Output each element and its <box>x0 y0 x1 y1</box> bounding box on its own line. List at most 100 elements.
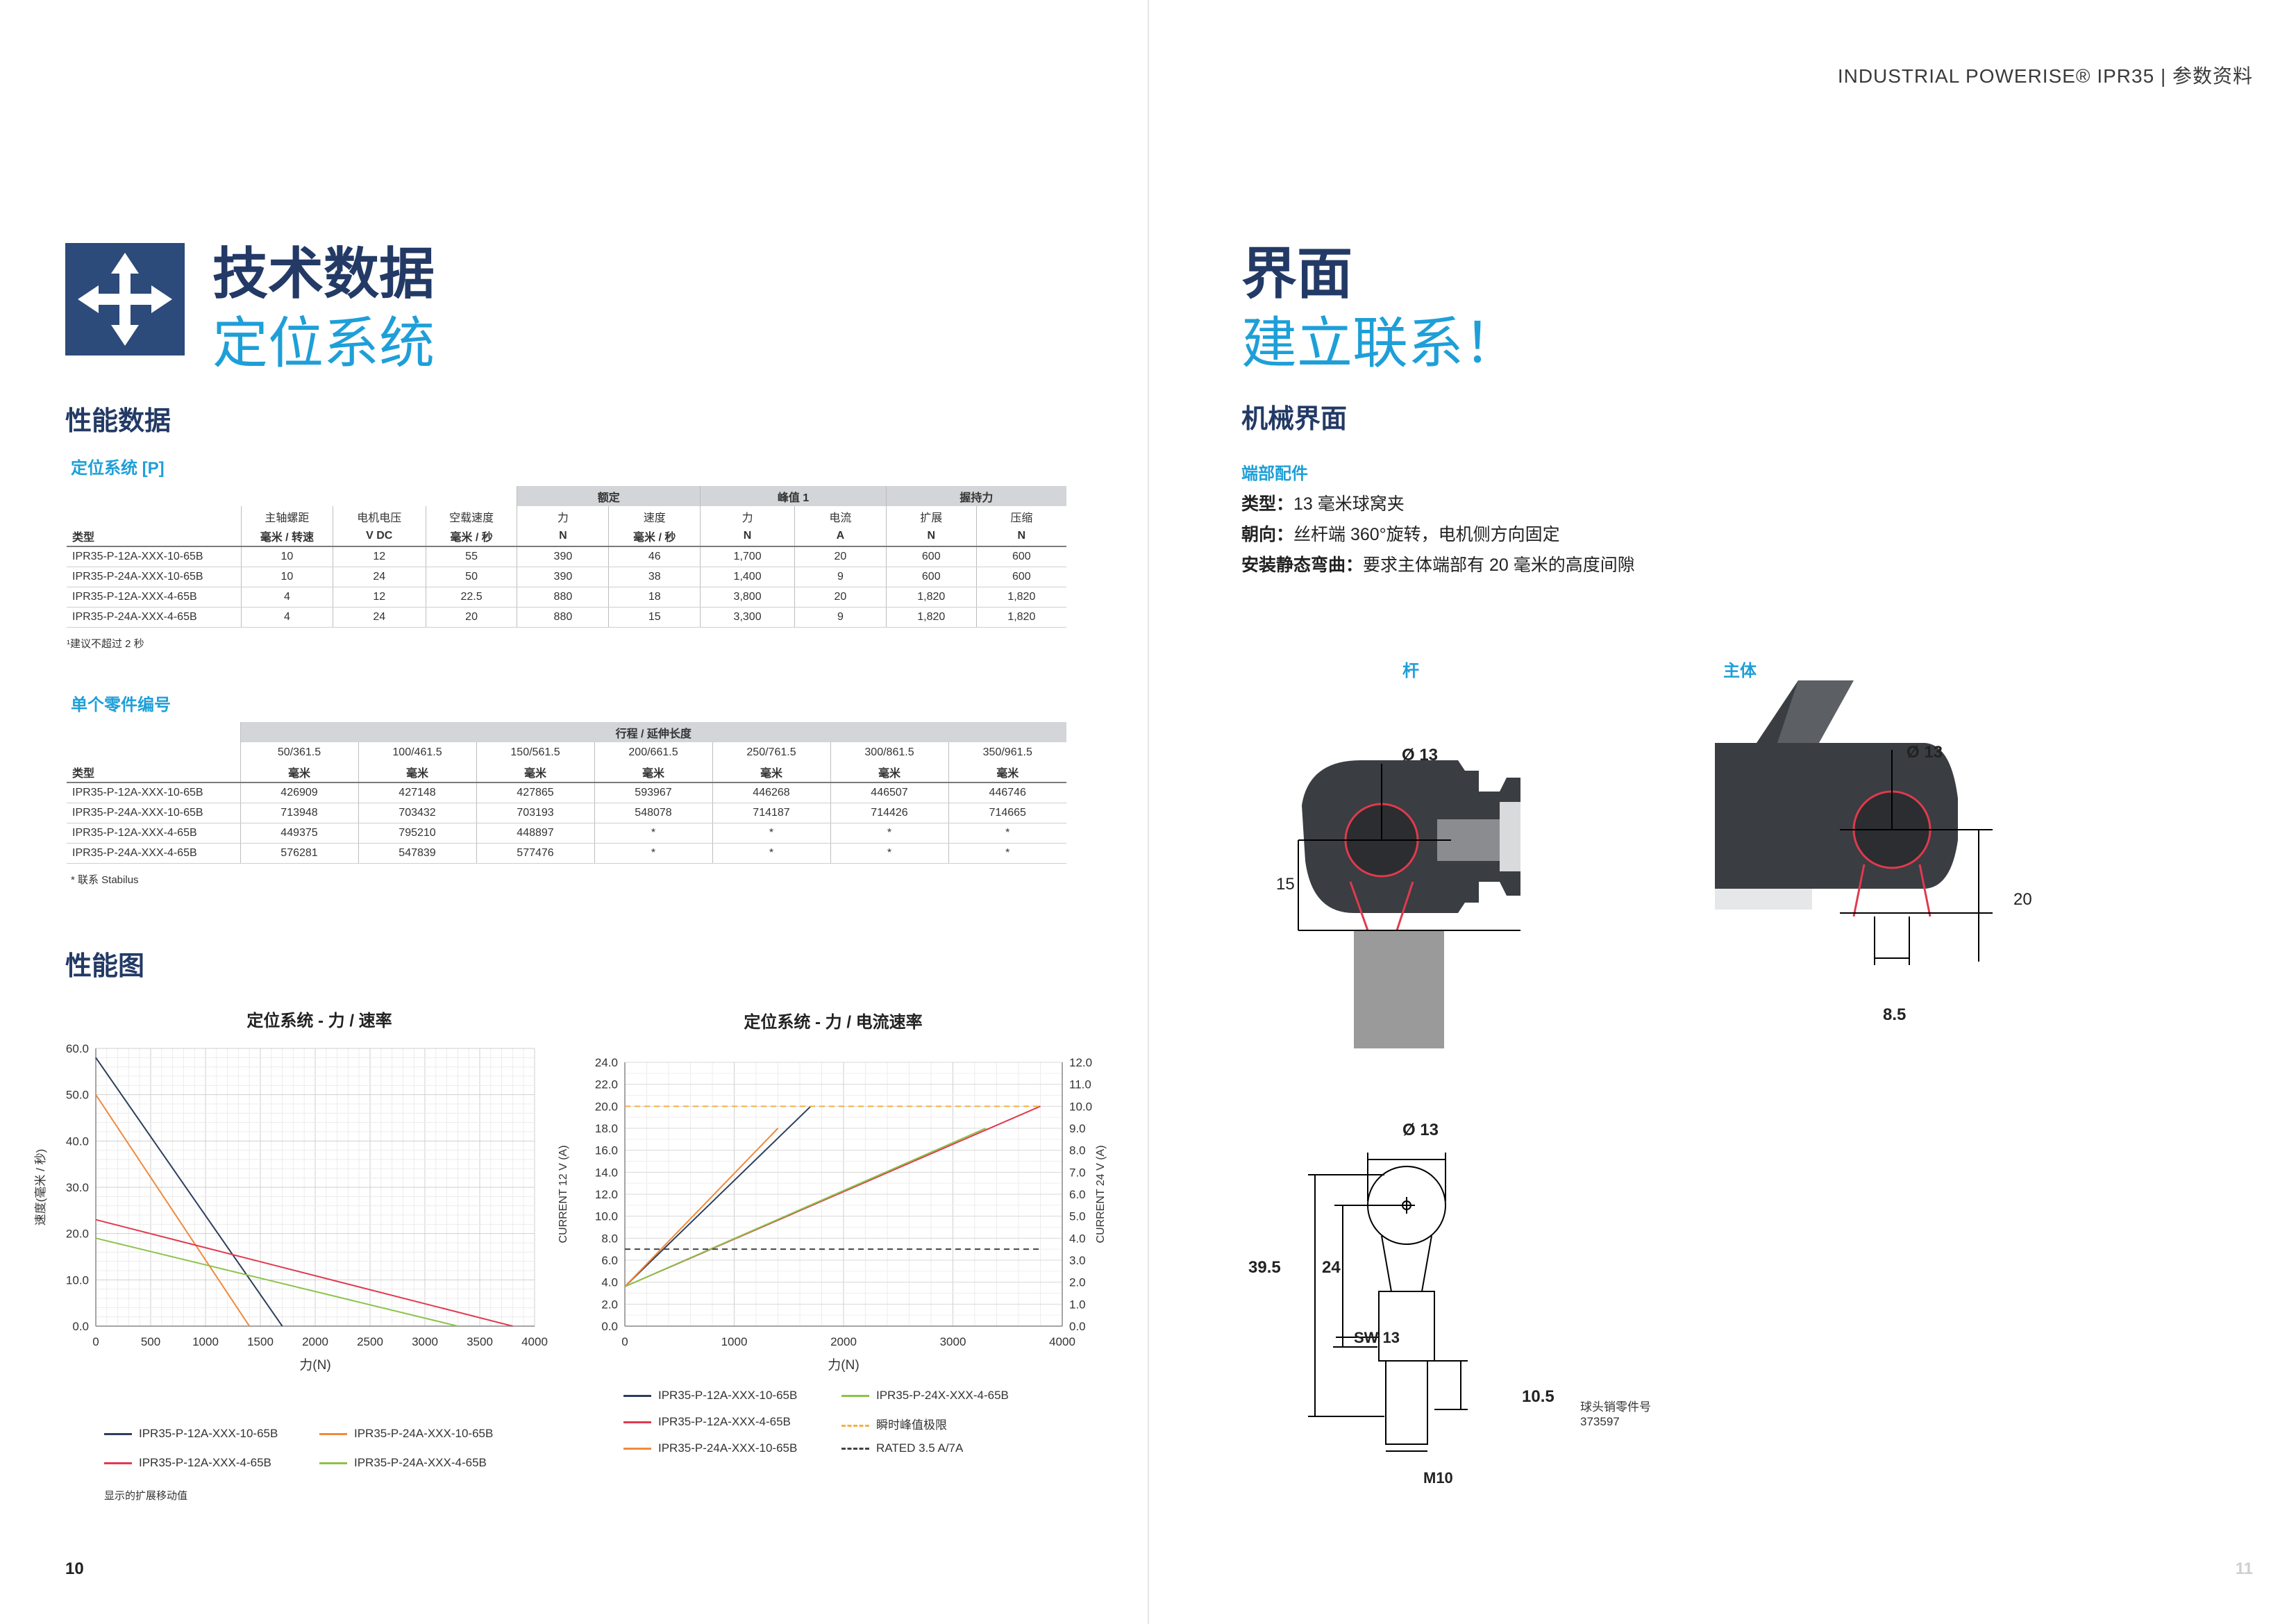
y-tick-label: 10.0 <box>66 1273 89 1287</box>
table-cell: 18 <box>608 587 701 608</box>
y-tick-label-left: 18.0 <box>595 1122 618 1135</box>
page-subtitle: 定位系统 <box>212 312 435 374</box>
ballpin-24-dim: 24 <box>1322 1258 1341 1277</box>
model-cell: IPR35-P-12A-XXX-10-65B <box>67 782 240 803</box>
interface-subtitle: 建立联系！ <box>1241 312 1519 374</box>
y-tick-label-left: 12.0 <box>595 1188 618 1201</box>
table-cell: 24 <box>332 607 426 628</box>
model-cell: IPR35-P-12A-XXX-10-65B <box>67 546 242 567</box>
y-tick-label-left: 8.0 <box>601 1232 618 1245</box>
model-cell: IPR35-P-24A-XXX-4-65B <box>67 843 240 864</box>
y-tick-label: 20.0 <box>66 1228 89 1241</box>
table-cell: 20 <box>794 587 887 608</box>
table-cell: 577476 <box>476 843 594 864</box>
table-cell: * <box>948 843 1066 864</box>
y-tick-label-right: 5.0 <box>1069 1210 1086 1223</box>
chart1-legend-item: IPR35-P-24A-XXX-10-65B <box>319 1427 493 1441</box>
y-tick-label-left: 16.0 <box>595 1144 618 1157</box>
legend-swatch <box>104 1462 132 1465</box>
table2-caption: 单个零件编号 <box>71 696 171 714</box>
table2-header-row: 50/361.5 100/461.5 150/561.5 200/661.5 2… <box>67 742 1066 762</box>
y-tick-label-left: 14.0 <box>595 1166 618 1179</box>
x-tick-label: 1000 <box>721 1335 748 1348</box>
page-number: 11 <box>2235 1559 2253 1578</box>
y-tick-label: 0.0 <box>72 1320 89 1333</box>
unit-cell: A <box>794 526 887 547</box>
mechanical-heading: 机械界面 <box>1241 405 1348 434</box>
x-tick-label: 2000 <box>830 1335 857 1348</box>
y-tick-label-right: 7.0 <box>1069 1166 1086 1179</box>
table-cell: 22.5 <box>425 587 517 608</box>
series-line <box>95 1094 251 1327</box>
table-cell: 880 <box>517 607 609 628</box>
legend-swatch <box>104 1433 132 1436</box>
table-cell: 600 <box>885 567 977 587</box>
table-cell: * <box>948 823 1066 844</box>
legend-swatch <box>623 1448 651 1450</box>
type-label: 类型 <box>67 762 240 783</box>
table1-group-row: 额定 峰值 1 握持力 <box>67 486 1066 506</box>
y-tick-label-left: 20.0 <box>595 1100 618 1113</box>
y-axis-label: 速度(毫米 / 秒) <box>34 1149 47 1226</box>
part-number-table: 行程 / 延伸长度 50/361.5 100/461.5 150/561.5 2… <box>67 722 1066 864</box>
table-cell: * <box>830 823 948 844</box>
unit-cell: 毫米 / 秒 <box>425 526 517 547</box>
legend-swatch <box>841 1425 869 1428</box>
model-cell: IPR35-P-24A-XXX-4-65B <box>67 607 242 628</box>
chart2-legend-item: IPR35-P-12A-XXX-10-65B <box>623 1389 797 1403</box>
rod-end-diagram <box>1298 760 1520 1048</box>
rod-height-dim: 15 <box>1276 875 1295 894</box>
table-cell: 593967 <box>594 782 712 803</box>
table-cell: 390 <box>517 567 609 587</box>
x-tick-label: 3000 <box>940 1335 966 1348</box>
unit-cell: 毫米 <box>712 762 830 783</box>
table-cell: 3,800 <box>700 587 795 608</box>
x-axis-label: 力(N) <box>828 1357 859 1373</box>
unit-cell: 毫米 <box>830 762 948 783</box>
interface-title: 界面 <box>1241 243 1352 305</box>
table-cell: * <box>594 823 712 844</box>
unit-cell: 毫米 <box>948 762 1066 783</box>
x-tick-label: 1500 <box>247 1335 274 1348</box>
unit-cell: 毫米 / 秒 <box>608 526 701 547</box>
table-cell: 10 <box>240 546 333 567</box>
table2-footnote: * 联系 Stabilus <box>71 874 139 886</box>
charts-heading: 性能图 <box>65 952 145 981</box>
y-tick-label: 30.0 <box>66 1181 89 1194</box>
table-cell: 600 <box>885 546 977 567</box>
spec-value: 要求主体端部有 20 毫米的高度间隙 <box>1363 555 1635 575</box>
body-label: 主体 <box>1723 662 1757 680</box>
group-holding: 握持力 <box>885 486 1066 506</box>
x-tick-label: 3500 <box>467 1335 493 1348</box>
y-tick-label-left: 0.0 <box>601 1320 618 1333</box>
col-header: 300/861.5 <box>830 742 948 762</box>
chart2-legend-item: IPR35-P-24X-XXX-4-65B <box>841 1389 1009 1403</box>
series-line <box>95 1237 458 1327</box>
ball-pin-dims <box>1308 1153 1468 1452</box>
spec-value: 丝杆端 360°旋转，电机侧方向固定 <box>1293 525 1560 544</box>
table-cell: 795210 <box>358 823 476 844</box>
table-cell: 548078 <box>594 803 712 823</box>
spec-label: 朝向： <box>1241 525 1294 544</box>
table-cell: 547839 <box>358 843 476 864</box>
group-stroke: 行程 / 延伸长度 <box>240 722 1066 742</box>
legend-label: RATED 3.5 A/7A <box>876 1441 964 1455</box>
model-cell: IPR35-P-24A-XXX-10-65B <box>67 567 242 587</box>
unit-cell: 毫米 / 转速 <box>240 526 333 547</box>
positioning-logo <box>65 243 185 355</box>
table-cell: 46 <box>608 546 701 567</box>
ballpin-label: 球头销零件号 <box>1580 1400 1651 1414</box>
y-tick-label-left: 22.0 <box>595 1078 618 1091</box>
y-tick-label-left: 10.0 <box>595 1210 618 1223</box>
table-cell: 20 <box>794 546 887 567</box>
chart1-legend-item: IPR35-P-24A-XXX-4-65B <box>319 1456 487 1470</box>
table-cell: 55 <box>425 546 517 567</box>
y-tick-label-right: 10.0 <box>1069 1100 1092 1113</box>
spec-label: 类型： <box>1241 494 1294 514</box>
model-cell: IPR35-P-12A-XXX-4-65B <box>67 587 242 608</box>
ballpin-length-dim: 39.5 <box>1248 1258 1281 1277</box>
